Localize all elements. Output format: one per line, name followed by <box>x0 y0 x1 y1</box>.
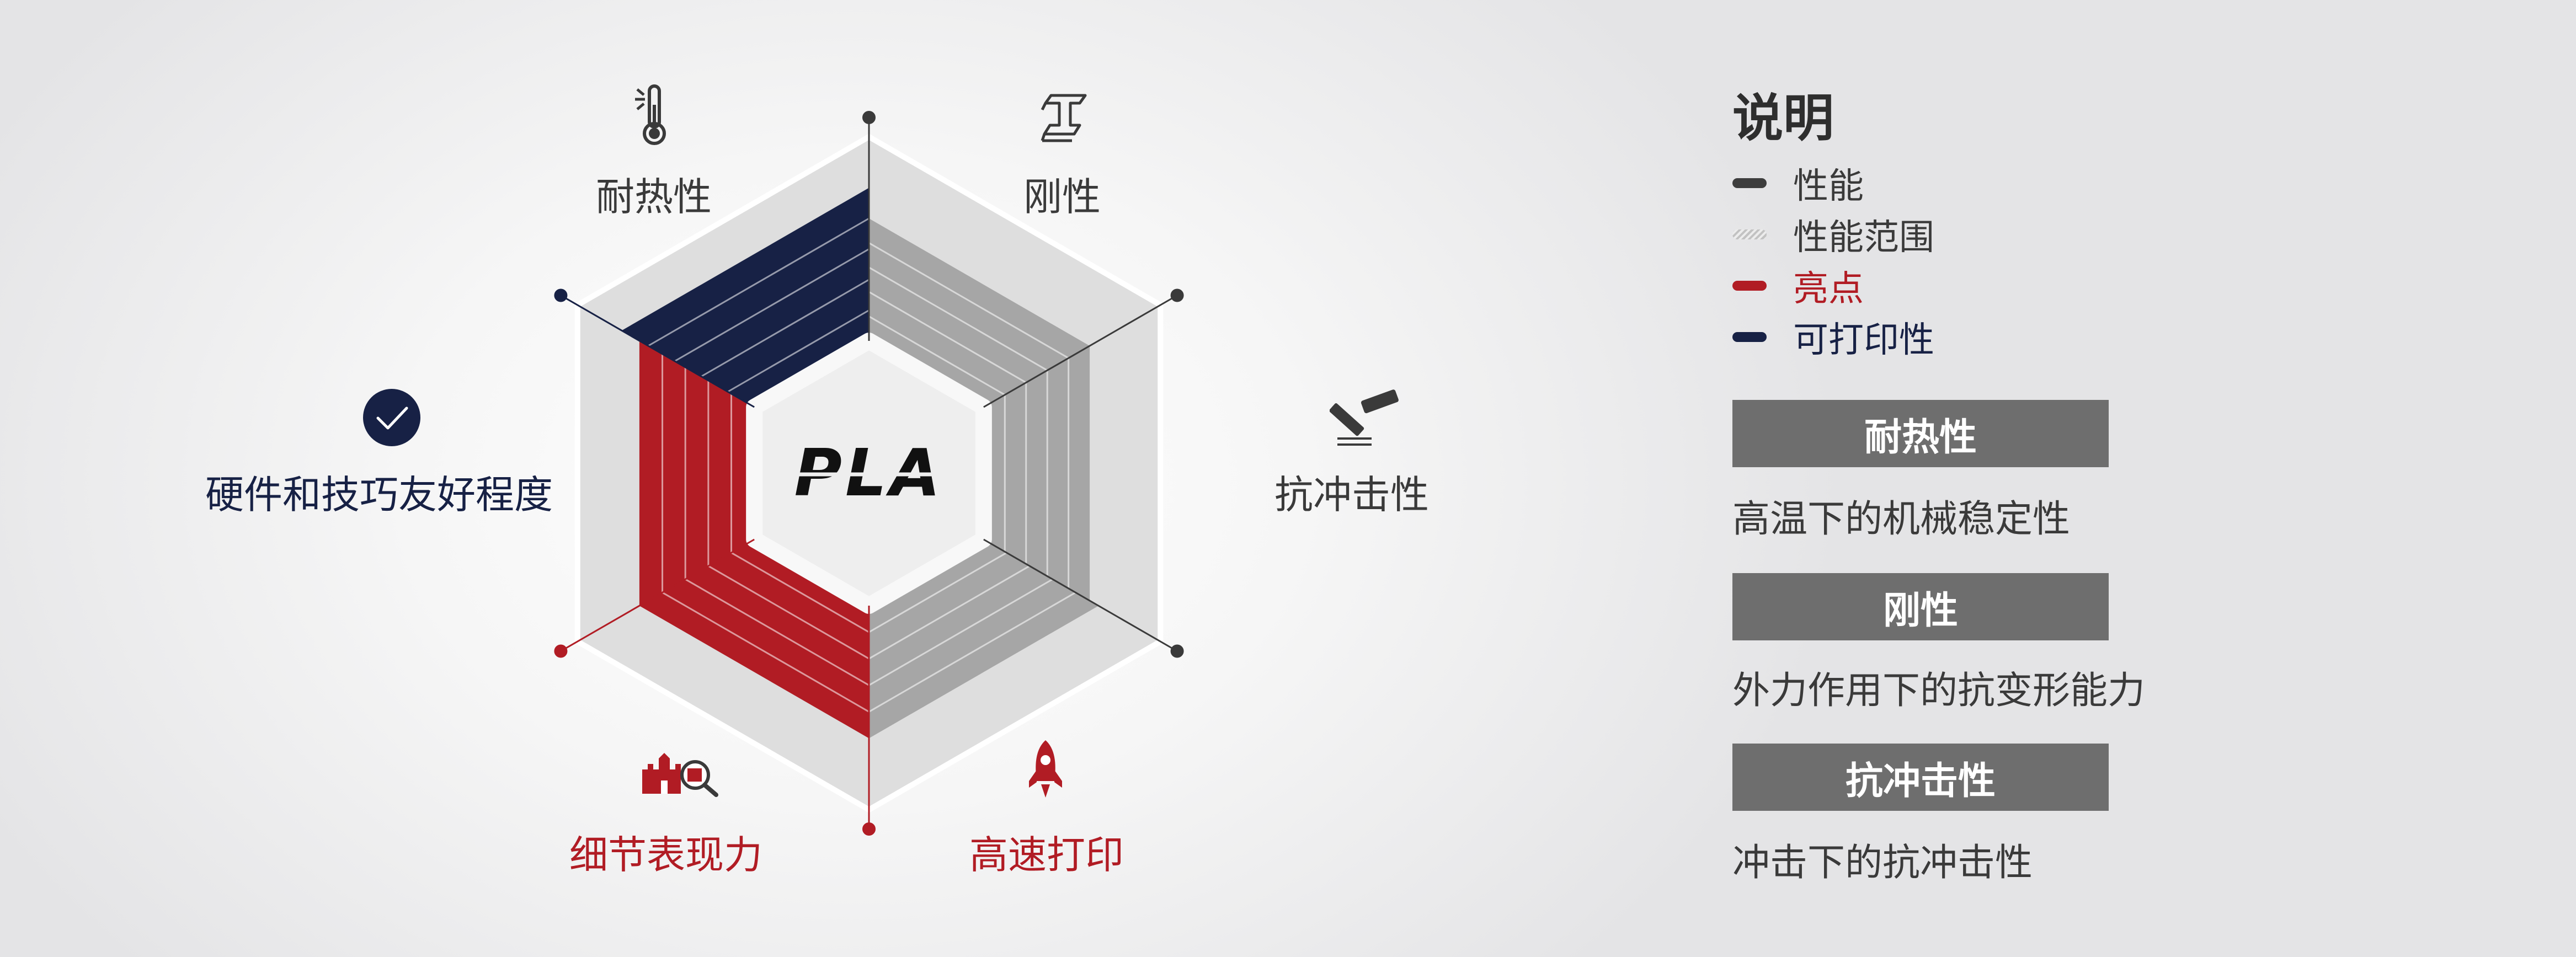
legend-label-highlight: 亮点 <box>1793 269 1864 309</box>
performance-ring-line <box>685 578 870 686</box>
performance-ring-line <box>868 565 1030 660</box>
axis-end-dot <box>554 288 568 302</box>
performance-ring-line <box>727 309 870 393</box>
axis-line <box>560 538 755 652</box>
castle-magnifier-icon <box>642 753 718 797</box>
axis-line <box>560 295 755 408</box>
performance-ring-line <box>868 291 1027 383</box>
axis-label-detail-expression: 细节表现力 <box>569 832 762 878</box>
legend-label-printability: 可打印性 <box>1793 320 1934 361</box>
property-box-rigidity: 刚性 <box>1732 573 2109 640</box>
legend-swatch-printability <box>1732 332 1767 342</box>
performance-ring-line <box>868 316 1006 396</box>
performance-rings <box>574 134 1164 812</box>
performance-ring-line <box>662 591 870 713</box>
legend-swatch-performance <box>1732 178 1767 188</box>
legend-item-performance-range: 性能范围 <box>1732 212 1934 258</box>
performance-ring-line <box>868 242 1069 359</box>
legend-item-performance: 性能 <box>1732 161 1864 207</box>
performance-ring-line <box>868 591 1076 713</box>
property-desc-heat-resistance: 高温下的机械稳定性 <box>1732 498 2071 541</box>
axis-end-dot <box>862 111 876 124</box>
axis-line <box>983 295 1178 408</box>
axis-end-dot <box>1170 288 1184 302</box>
property-desc-impact-resistance: 冲击下的抗冲击性 <box>1732 841 2033 885</box>
property-box-impact-resistance: 抗冲击性 <box>1732 744 2109 811</box>
performance-ring-line <box>868 578 1053 686</box>
performance-ring-line <box>730 552 870 633</box>
axis-label-heat-resistance: 耐热性 <box>596 174 712 220</box>
performance-ring-line <box>648 217 870 347</box>
performance-ring-line <box>868 552 1007 633</box>
legend-swatch-highlight <box>1732 281 1767 291</box>
performance-ring-line <box>708 565 870 660</box>
axis-end-dot <box>1170 644 1184 658</box>
checkmark-circle-icon <box>363 389 420 446</box>
axis-label-impact-resistance: 抗冲击性 <box>1274 472 1429 517</box>
axis-line <box>983 538 1178 652</box>
legend-title: 说明 <box>1732 89 1834 148</box>
rocket-icon <box>1029 740 1062 798</box>
legend-swatch-performance-range <box>1732 229 1767 239</box>
axis-end-dot <box>862 822 876 836</box>
property-desc-rigidity: 外力作用下的抗变形能力 <box>1732 669 2146 713</box>
property-box-heat-resistance: 耐热性 <box>1732 400 2109 467</box>
pla-radar-diagram: PLA <box>554 111 1184 836</box>
legend-label-performance-range: 性能范围 <box>1793 217 1934 258</box>
pla-logo: PLA <box>775 435 963 511</box>
legend-item-highlight: 亮点 <box>1732 264 1864 309</box>
performance-ring-line <box>701 279 870 377</box>
axis-label-rigidity: 刚性 <box>1023 174 1101 220</box>
legend-label-performance: 性能 <box>1793 166 1864 207</box>
axis-lines <box>554 111 1184 836</box>
axis-label-high-speed-printing: 高速打印 <box>969 832 1124 878</box>
axis-end-dot <box>554 644 568 658</box>
performance-ring-line <box>868 266 1048 371</box>
legend-item-printability: 可打印性 <box>1732 315 1934 361</box>
hammer-icon <box>1330 389 1399 446</box>
performance-ring-line <box>674 248 870 362</box>
steel-beam-icon <box>1041 94 1087 142</box>
thermometer-icon <box>635 84 666 145</box>
axis-label-hardware-friendliness: 硬件和技巧友好程度 <box>205 472 553 517</box>
